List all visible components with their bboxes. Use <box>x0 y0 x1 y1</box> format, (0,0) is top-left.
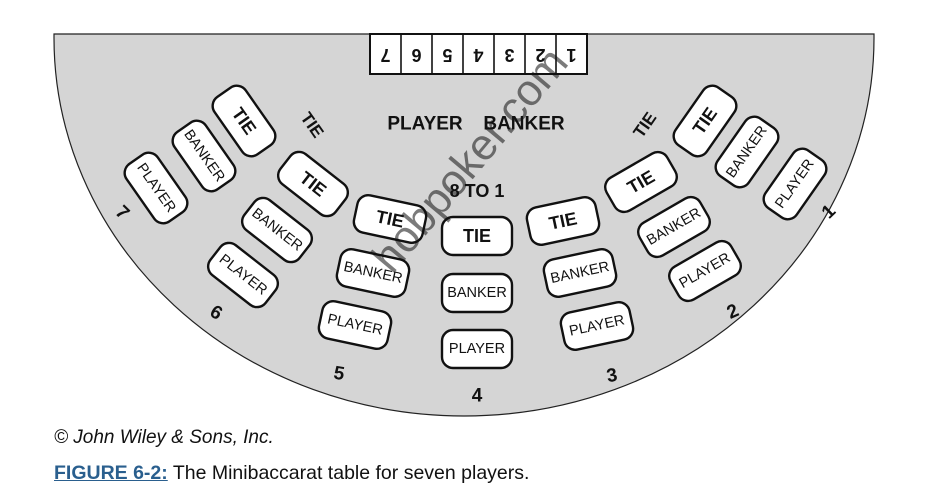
seat-1-banker-bet-box[interactable]: BANKER <box>711 112 782 191</box>
bet-box-outline <box>559 300 635 352</box>
figure-number-link[interactable]: FIGURE 6-2: <box>54 462 168 484</box>
figure-caption: FIGURE 6-2: The Minibaccarat table for s… <box>54 462 529 485</box>
seat-3-banker-bet-box[interactable]: BANKER <box>542 247 618 299</box>
seat-4-betting-area: TIE BANKER PLAYER 4 <box>440 215 514 407</box>
seat-number-3: 3 <box>605 365 619 387</box>
banker-header-label: BANKER <box>483 114 565 135</box>
seat-number-rail: 7 6 5 4 3 2 1 <box>369 33 588 75</box>
bet-box-outline <box>672 84 738 158</box>
bet-box-outline <box>762 147 828 221</box>
bet-box-outline <box>637 195 711 259</box>
bet-box-outline <box>123 151 189 225</box>
bet-box-outline <box>542 247 618 299</box>
seat-number-5: 5 <box>332 363 346 386</box>
player-header-label: PLAYER <box>387 114 463 135</box>
bet-box-outline <box>440 328 514 370</box>
bet-box-outline <box>440 272 514 314</box>
rail-seat-number-6: 6 <box>411 45 421 65</box>
seat-3-tie-bet-box[interactable]: TIE <box>525 195 601 247</box>
seat-5-banker-bet-box[interactable]: BANKER <box>335 247 411 299</box>
bet-box-outline <box>604 150 678 214</box>
seat-1-tie-bet-box[interactable]: TIE <box>669 81 740 160</box>
bet-box-outline <box>714 115 780 189</box>
rail-seat-number-4: 4 <box>473 45 483 65</box>
seat-number-4: 4 <box>472 386 483 407</box>
seat-4-banker-bet-box[interactable]: BANKER <box>440 272 514 314</box>
rail-seat-number-5: 5 <box>442 45 452 65</box>
seat-6-tie-bet-box[interactable]: TIE <box>274 147 353 220</box>
seat-4-player-label: PLAYER <box>449 341 505 357</box>
seat-5-player-bet-box[interactable]: PLAYER <box>317 299 393 351</box>
bet-box-outline <box>525 195 601 247</box>
bet-box-outline <box>335 247 411 299</box>
seat-4-player-bet-box[interactable]: PLAYER <box>440 328 514 370</box>
bet-box-outline <box>317 299 393 351</box>
rail-seat-number-1: 1 <box>566 45 576 65</box>
seat-4-tie-label: TIE <box>463 226 491 246</box>
number-rail-frame <box>369 33 588 75</box>
rail-seat-number-7: 7 <box>380 45 390 65</box>
bet-box-outline <box>240 196 314 264</box>
seat-4-banker-label: BANKER <box>447 285 507 301</box>
seat-7-tie-bet-box[interactable]: TIE <box>208 81 279 160</box>
tie-payout-label: 8 TO 1 <box>450 181 505 201</box>
seat-3-player-bet-box[interactable]: PLAYER <box>559 300 635 352</box>
copyright-notice: © John Wiley & Sons, Inc. <box>54 427 274 448</box>
rail-seat-number-3: 3 <box>504 45 514 65</box>
bet-box-outline <box>352 193 428 245</box>
seat-1-player-bet-box[interactable]: PLAYER <box>759 144 830 223</box>
bet-box-outline <box>440 215 514 257</box>
bet-box-outline <box>276 150 350 218</box>
bet-box-outline <box>206 241 280 309</box>
bet-box-outline <box>211 84 277 158</box>
bet-box-outline <box>171 119 237 193</box>
figure-caption-text: The Minibaccarat table for seven players… <box>167 462 530 484</box>
bet-box-outline <box>668 239 742 303</box>
seat-5-tie-bet-box[interactable]: TIE <box>352 193 428 245</box>
seat-4-tie-bet-box[interactable]: TIE <box>440 215 514 257</box>
rail-seat-number-2: 2 <box>535 45 545 65</box>
seat-2-tie-bet-box[interactable]: TIE <box>601 148 681 216</box>
